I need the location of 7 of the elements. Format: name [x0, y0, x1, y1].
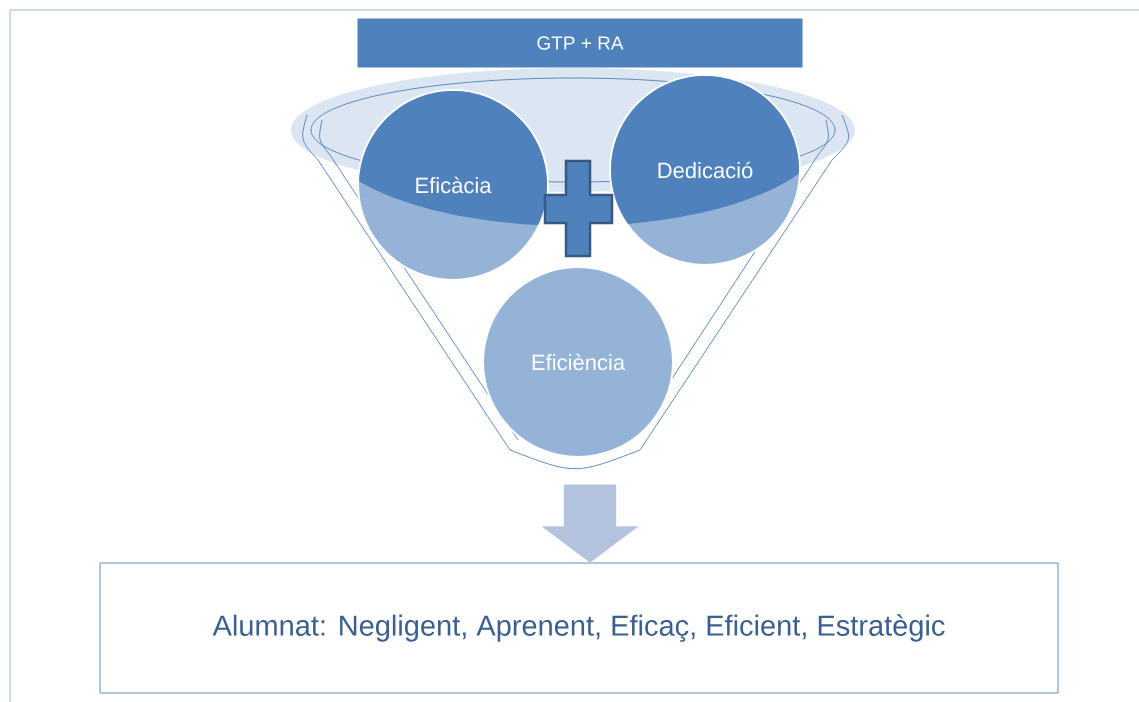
circle-node: Eficàcia — [357, 89, 549, 281]
circle-node: Eficiència — [482, 266, 674, 458]
block-arrow — [541, 484, 639, 563]
plus-sign — [543, 159, 614, 258]
text-box: Alumnat: Negligent, Aprenent, Eficaç, Eficient, Estratègic — [99, 562, 1059, 694]
circle-node: Dedicació — [609, 74, 801, 266]
title-bar: GTP + RA — [357, 18, 803, 68]
